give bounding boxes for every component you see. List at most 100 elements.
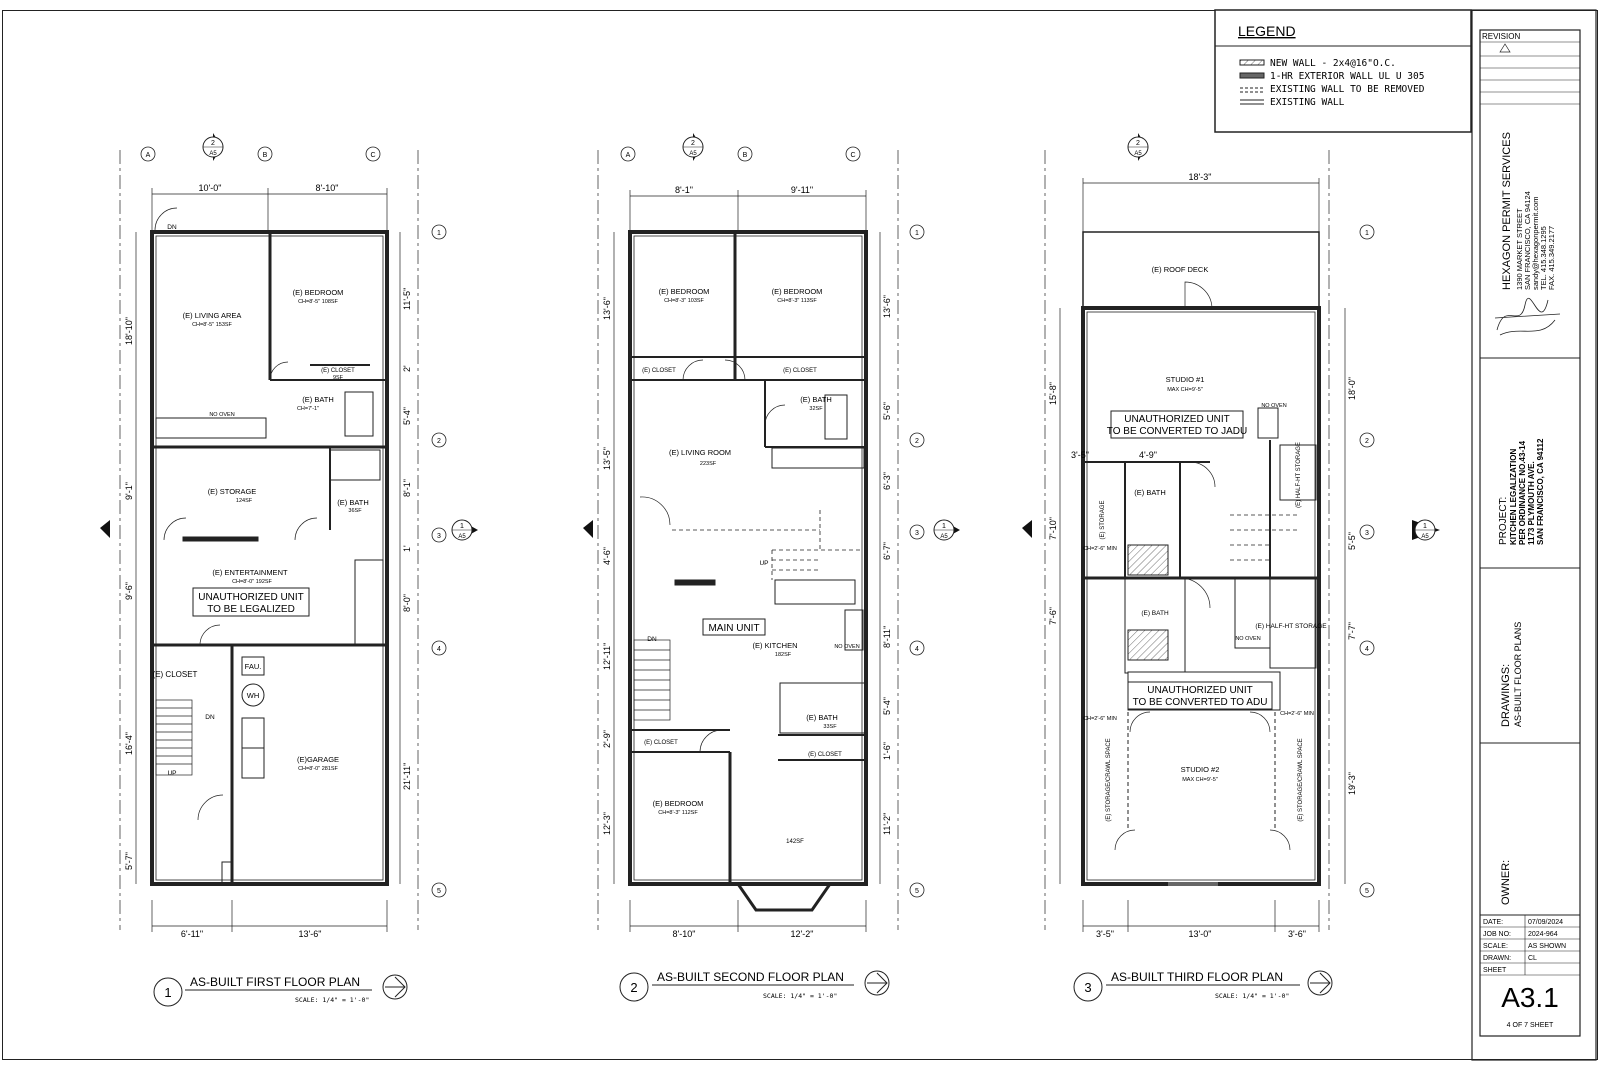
room-label: UP <box>167 770 176 777</box>
plan-number: 2 <box>630 980 637 995</box>
svg-text:A5: A5 <box>209 151 217 157</box>
section-flag-icon <box>1022 520 1032 538</box>
grid-label: C <box>850 152 855 159</box>
section-marker-icon: 1 A5 <box>933 519 960 541</box>
callout-label: TO BE LEGALIZED <box>207 604 295 615</box>
room-sub: CH=8'-5" 108SF <box>298 299 338 305</box>
dimension-label: 5'-6" <box>882 402 892 420</box>
room-label: (E) STORAGE/CRAWL SPACE <box>1106 738 1112 821</box>
svg-text:2: 2 <box>691 140 695 147</box>
room-label: (E) BATH <box>1141 610 1169 617</box>
callout-label: MAIN UNIT <box>708 623 759 634</box>
signature-icon <box>1494 297 1561 336</box>
dimension-label: 1'-6" <box>882 742 892 760</box>
grid-label: 4 <box>1365 646 1369 653</box>
dimension-label: 19'-3" <box>1347 772 1357 795</box>
plan-title: AS-BUILT FIRST FLOOR PLAN <box>190 975 360 989</box>
project-line: SAN FRANCISCO, CA 94112 <box>1536 438 1545 545</box>
sheet-label: SHEET <box>1483 967 1507 974</box>
plan-scale: SCALE: 1/4" = 1'-0" <box>295 996 369 1004</box>
project-line: 1173 PLYMOUTH AVE. <box>1527 461 1536 545</box>
dimension-label: 4'-9" <box>1139 450 1157 460</box>
dimension-label: 21'-11" <box>402 763 412 790</box>
dimension-label: 8'-10" <box>316 183 339 193</box>
section-flag-icon <box>100 520 110 538</box>
grid-label: 2 <box>915 438 919 445</box>
section-marker-icon: 1 A5 <box>451 519 478 541</box>
dimension-label: 12'-11" <box>602 643 612 670</box>
dimension-label: 3'-6" <box>1288 929 1306 939</box>
dimension-label: 8'-10" <box>673 929 696 939</box>
grid-label: 2 <box>437 438 441 445</box>
room-label: (E) BATH <box>806 713 838 722</box>
dimension-label: 5'-5" <box>1347 532 1357 550</box>
grid-label: 3 <box>437 533 441 540</box>
room-label: STUDIO #2 <box>1181 765 1220 774</box>
room-label: (E) STORAGE/CRAWL SPACE <box>1298 738 1304 821</box>
room-label: (E) CLOSET <box>808 752 842 758</box>
dimension-label: 3'-5" <box>1071 450 1089 460</box>
svg-text:A5: A5 <box>689 151 697 157</box>
room-label: NO OVEN <box>1261 403 1286 409</box>
svg-text:1: 1 <box>942 523 946 530</box>
scale-label: SCALE: <box>1483 943 1508 950</box>
section-marker-icon: 2 A5 <box>1127 133 1149 161</box>
grid-label: 1 <box>437 230 441 237</box>
company-name: HEXAGON PERMIT SERVICES <box>1501 132 1513 290</box>
room-label: (E) LIVING ROOM <box>669 448 731 457</box>
job-value: 2024-964 <box>1528 931 1558 938</box>
callout-label: UNAUTHORIZED UNIT <box>1147 685 1253 696</box>
dimension-label: 7'-6" <box>1048 607 1058 625</box>
callout-label: UNAUTHORIZED UNIT <box>198 592 304 603</box>
dimension-label: 16'-4" <box>124 732 134 755</box>
dimension-label: 2' <box>402 365 412 372</box>
room-label: (E) LIVING AREA <box>183 311 242 320</box>
svg-text:2: 2 <box>1136 140 1140 147</box>
project-label: PROJECT: <box>1498 497 1509 545</box>
svg-text:A5: A5 <box>458 534 466 540</box>
project-line: PER ORDINANCE NO.43-14 <box>1518 440 1527 545</box>
company-line: TEL. 415.348.1295 <box>1539 226 1548 290</box>
dimension-label: 18'-10" <box>124 317 134 345</box>
room-label: CH=2'-6" MIN <box>1280 711 1314 717</box>
dimension-label: 11'-5" <box>402 288 412 310</box>
dimension-label: 18'-0" <box>1347 377 1357 400</box>
dimension-label: 8'-1" <box>675 185 693 195</box>
room-label: (E)GARAGE <box>297 755 339 764</box>
owner-label: OWNER: <box>1500 860 1512 905</box>
revision-label: REVISION <box>1482 32 1520 41</box>
room-label: CH=2'-6" MIN <box>1083 716 1117 722</box>
drawn-value: CL <box>1528 955 1537 962</box>
grid-label: 1 <box>915 230 919 237</box>
dimension-label: 2'-9" <box>602 730 612 748</box>
room-sub: 32SF <box>809 406 823 412</box>
room-label: (E) BEDROOM <box>293 288 344 297</box>
legend-title: LEGEND <box>1238 23 1296 39</box>
dimension-label: 11'-2" <box>882 813 892 835</box>
room-label: STUDIO #1 <box>1166 375 1205 384</box>
plan-scale: SCALE: 1/4" = 1'-0" <box>1215 992 1289 1000</box>
svg-text:2: 2 <box>211 140 215 147</box>
room-sub: 223SF <box>700 461 717 467</box>
dimension-label: 8'-1" <box>402 479 412 497</box>
svg-text:1: 1 <box>1423 523 1427 530</box>
room-label: NO OVEN <box>834 644 859 650</box>
second-floor-plan: 8'-1" 9'-11" 8'-10" 12'-2" 13'-6" 13'-5"… <box>597 150 899 1002</box>
room-label: UP <box>759 560 768 567</box>
room-sub: CH=8'-3" 103SF <box>664 298 704 304</box>
room-label: WH <box>247 691 260 700</box>
north-arrow-icon <box>382 974 408 1000</box>
date-label: DATE: <box>1483 919 1503 926</box>
section-flag-icon <box>583 520 593 538</box>
dimension-label: 5'-4" <box>882 697 892 715</box>
dimension-label: 13'-6" <box>882 295 892 318</box>
room-label: DN <box>205 714 215 721</box>
grid-label: 3 <box>915 530 919 537</box>
room-label: (E) HALF-HT STORAGE <box>1255 623 1327 630</box>
room-label: DN <box>167 224 177 231</box>
room-label: (E) ENTERTAINMENT <box>212 568 288 577</box>
grid-label: 3 <box>1365 530 1369 537</box>
dimension-label: 1' <box>402 545 412 552</box>
dimension-label: 9'-6" <box>124 582 134 600</box>
room-label: NO OVEN <box>1235 636 1260 642</box>
